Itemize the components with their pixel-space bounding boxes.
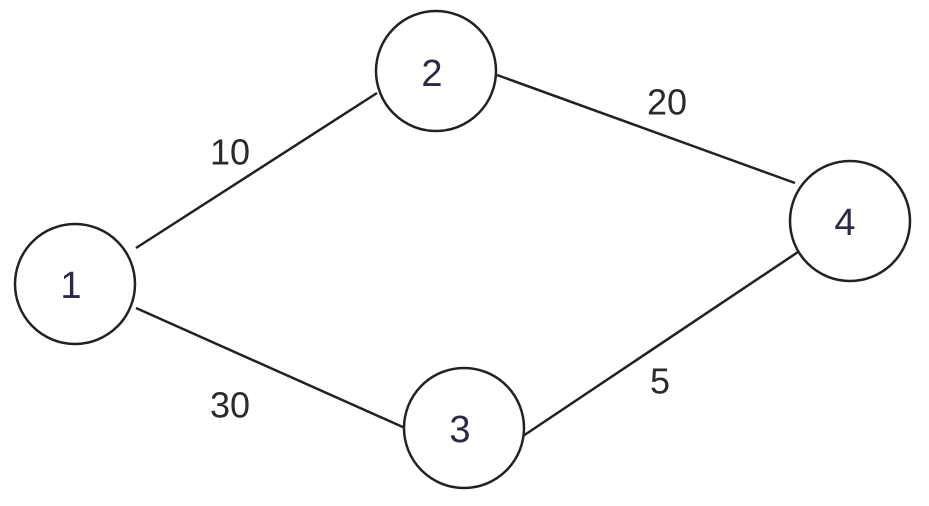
edge-1-2 (135, 91, 378, 250)
edge-3-4 (522, 250, 799, 438)
weight-label-1-3: 30 (210, 385, 250, 426)
node-4-label: 4 (834, 202, 855, 244)
node-2: 2 (374, 9, 498, 133)
node-2-label: 2 (421, 53, 442, 95)
node-1-label: 1 (60, 265, 81, 307)
node-4-circle (788, 159, 912, 283)
edge-2-4 (496, 73, 796, 185)
node-3: 3 (402, 366, 526, 490)
weight-label-1-2: 10 (210, 132, 250, 173)
node-4: 4 (788, 159, 912, 283)
node-1-circle (13, 222, 137, 346)
node-1: 1 (13, 222, 137, 346)
node-2-circle (374, 9, 498, 133)
weight-label-3-4: 5 (650, 361, 670, 402)
node-3-label: 3 (449, 409, 470, 451)
edge-1-3 (135, 306, 406, 430)
weight-label-2-4: 20 (647, 82, 687, 123)
node-3-circle (402, 366, 526, 490)
